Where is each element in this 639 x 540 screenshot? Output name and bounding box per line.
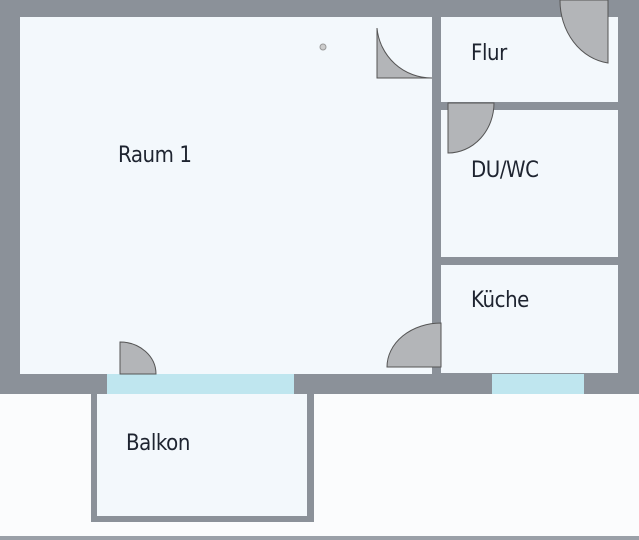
door-du-wc-icon xyxy=(447,102,495,154)
ceiling-light-icon xyxy=(319,43,327,51)
room-balkon xyxy=(97,394,307,516)
door-balkon-icon xyxy=(119,341,157,375)
label-balkon: Balkon xyxy=(126,431,190,456)
door-kueche-icon xyxy=(386,322,442,368)
label-du-wc: DU/WC xyxy=(471,158,539,183)
window-raum1 xyxy=(107,374,294,394)
window-kueche xyxy=(492,374,584,394)
room-raum1 xyxy=(20,17,432,374)
label-raum1: Raum 1 xyxy=(118,143,192,168)
room-kueche xyxy=(441,265,618,373)
door-raum1-icon xyxy=(376,27,433,79)
door-flur-icon xyxy=(559,0,609,64)
bottom-edge xyxy=(0,536,639,540)
label-flur: Flur xyxy=(471,41,507,66)
label-kueche: Küche xyxy=(471,288,529,313)
